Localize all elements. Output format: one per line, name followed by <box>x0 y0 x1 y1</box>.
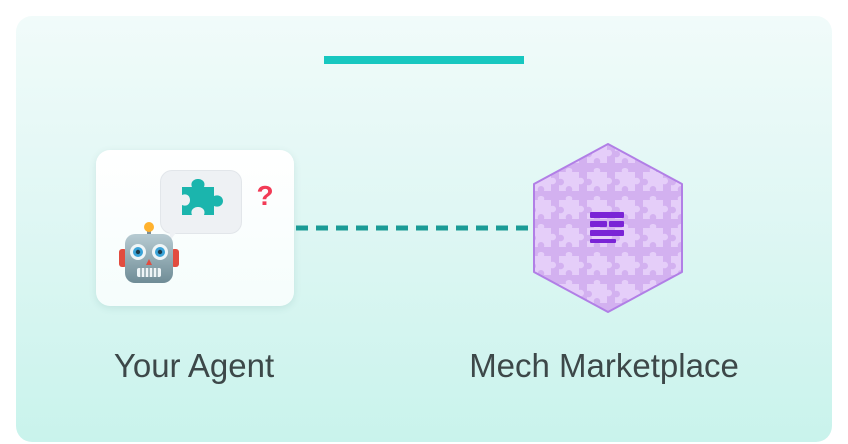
agent-label: Your Agent <box>113 347 275 384</box>
puzzle-piece-icon <box>182 179 223 215</box>
question-mark: ? <box>256 180 274 211</box>
mech-marketplace-label: Mech Marketplace <box>469 347 739 384</box>
dashed-connector <box>296 225 532 231</box>
robot-face-icon <box>119 222 179 283</box>
speech-bubble <box>160 170 242 234</box>
mech-marketplace-hexagon <box>533 143 683 313</box>
accent-bar <box>324 56 524 64</box>
mech-logo-icon <box>590 212 624 243</box>
